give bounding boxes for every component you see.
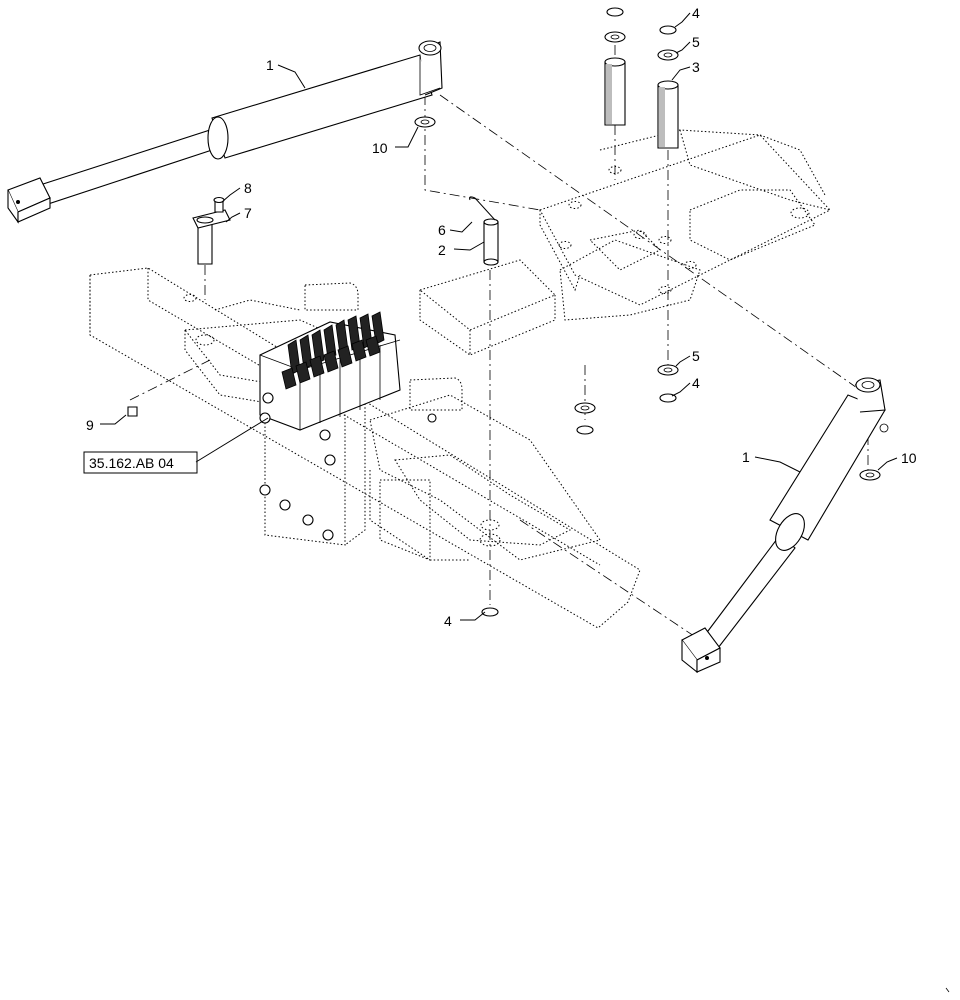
valve-spools — [281, 311, 385, 390]
leader-lines — [100, 12, 898, 621]
callout-7: 7 — [244, 205, 252, 221]
callout-1-upper: 1 — [266, 57, 274, 73]
reference-label[interactable]: 35.162.AB 04 — [89, 455, 174, 471]
callout-labels: 1 1 2 3 4 4 4 5 5 6 7 8 9 10 10 — [86, 5, 917, 629]
hardware-parts — [127, 7, 881, 617]
corner-mark — [945, 987, 950, 993]
callout-5-right: 5 — [692, 348, 700, 364]
reference-callout[interactable]: 35.162.AB 04 — [83, 451, 198, 474]
callout-10-right: 10 — [901, 450, 917, 466]
callout-6: 6 — [438, 222, 446, 238]
callout-8: 8 — [244, 180, 252, 196]
callout-4-bottom: 4 — [444, 613, 452, 629]
callout-2: 2 — [438, 242, 446, 258]
callout-4-right: 4 — [692, 375, 700, 391]
callout-3: 3 — [692, 59, 700, 75]
callout-10-upper: 10 — [372, 140, 388, 156]
hydraulic-cylinder-lower — [681, 377, 889, 674]
callout-9: 9 — [86, 417, 94, 433]
control-valve-block — [259, 311, 437, 541]
callout-5-top: 5 — [692, 34, 700, 50]
callout-1-lower: 1 — [742, 449, 750, 465]
hydraulic-cylinder-upper — [7, 40, 443, 224]
callout-4-top: 4 — [692, 5, 700, 21]
axle-frame — [89, 129, 831, 629]
